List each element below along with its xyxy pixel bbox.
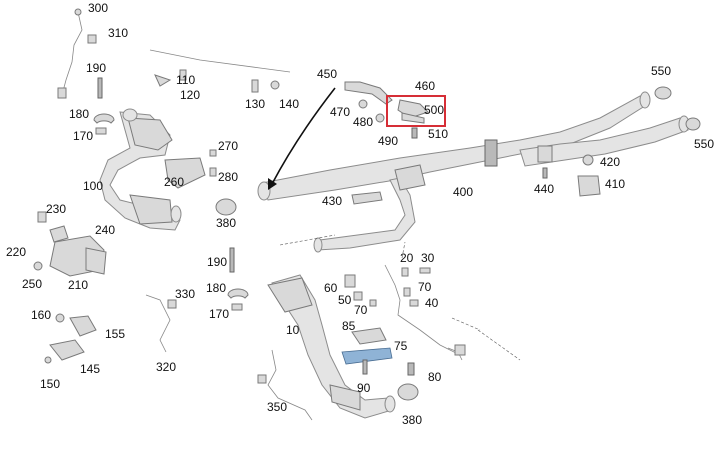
callout-240[interactable]: 240 bbox=[95, 223, 115, 237]
callout-260[interactable]: 260 bbox=[164, 175, 184, 189]
callout-210[interactable]: 210 bbox=[68, 278, 88, 292]
callout-60[interactable]: 60 bbox=[324, 281, 338, 295]
callout-140[interactable]: 140 bbox=[279, 97, 299, 111]
callout-500[interactable]: 500 bbox=[424, 103, 444, 117]
callout-550[interactable]: 550 bbox=[694, 137, 714, 151]
callout-490[interactable]: 490 bbox=[378, 134, 398, 148]
callout-labels: 300 310 190 180 170 100 110 120 130 140 … bbox=[6, 1, 714, 427]
callout-270[interactable]: 270 bbox=[218, 139, 238, 153]
callout-510[interactable]: 510 bbox=[428, 127, 448, 141]
callout-180[interactable]: 180 bbox=[69, 107, 89, 121]
callout-155[interactable]: 155 bbox=[105, 327, 125, 341]
callout-30[interactable]: 30 bbox=[421, 251, 435, 265]
front-pipe-lower[interactable] bbox=[267, 274, 396, 419]
highlight-box-500[interactable] bbox=[386, 95, 446, 127]
callout-230[interactable]: 230 bbox=[46, 202, 66, 216]
callout-100[interactable]: 100 bbox=[83, 179, 103, 193]
callout-150[interactable]: 150 bbox=[40, 377, 60, 391]
callout-10[interactable]: 10 bbox=[286, 323, 300, 337]
callout-410[interactable]: 410 bbox=[605, 177, 625, 191]
callout-160[interactable]: 160 bbox=[31, 308, 51, 322]
callout-400[interactable]: 400 bbox=[453, 185, 473, 199]
callout-330[interactable]: 330 bbox=[175, 287, 195, 301]
callout-420[interactable]: 420 bbox=[600, 155, 620, 169]
callout-75[interactable]: 75 bbox=[394, 339, 408, 353]
callout-110[interactable]: 110 bbox=[176, 73, 195, 87]
callout-50[interactable]: 50 bbox=[338, 293, 352, 307]
callout-470[interactable]: 470 bbox=[330, 105, 350, 119]
callout-450[interactable]: 450 bbox=[317, 67, 337, 81]
callout-130[interactable]: 130 bbox=[245, 97, 265, 111]
callout-280[interactable]: 280 bbox=[218, 170, 238, 184]
fitting-parts bbox=[33, 8, 701, 421]
callout-190[interactable]: 190 bbox=[207, 255, 227, 269]
callout-170[interactable]: 170 bbox=[209, 307, 229, 321]
callout-310[interactable]: 310 bbox=[108, 26, 128, 40]
callout-190[interactable]: 190 bbox=[86, 61, 106, 75]
callout-70[interactable]: 70 bbox=[354, 303, 368, 317]
callout-250[interactable]: 250 bbox=[22, 277, 42, 291]
callout-480[interactable]: 480 bbox=[353, 115, 373, 129]
callout-170[interactable]: 170 bbox=[73, 129, 93, 143]
main-exhaust-pipe[interactable] bbox=[257, 91, 690, 253]
callout-320[interactable]: 320 bbox=[156, 360, 176, 374]
callout-20[interactable]: 20 bbox=[400, 251, 414, 265]
arrow-head bbox=[268, 178, 277, 190]
pointer-arrow bbox=[271, 87, 336, 185]
callout-120[interactable]: 120 bbox=[180, 88, 200, 102]
callout-380[interactable]: 380 bbox=[402, 413, 422, 427]
callout-40[interactable]: 40 bbox=[425, 296, 439, 310]
callout-550[interactable]: 550 bbox=[651, 64, 671, 78]
callout-440[interactable]: 440 bbox=[534, 182, 554, 196]
callout-90[interactable]: 90 bbox=[357, 381, 371, 395]
callout-70[interactable]: 70 bbox=[418, 280, 432, 294]
dashed-leaders bbox=[279, 234, 521, 361]
front-pipe-upper[interactable] bbox=[99, 108, 182, 231]
callout-460[interactable]: 460 bbox=[415, 79, 435, 93]
callout-430[interactable]: 430 bbox=[322, 194, 342, 208]
callout-80[interactable]: 80 bbox=[428, 370, 442, 384]
callout-220[interactable]: 220 bbox=[6, 245, 26, 259]
callout-380[interactable]: 380 bbox=[216, 216, 236, 230]
callout-85[interactable]: 85 bbox=[342, 319, 356, 333]
callout-300[interactable]: 300 bbox=[88, 1, 108, 15]
callout-180[interactable]: 180 bbox=[206, 281, 226, 295]
callout-350[interactable]: 350 bbox=[267, 400, 287, 414]
callout-145[interactable]: 145 bbox=[80, 362, 100, 376]
